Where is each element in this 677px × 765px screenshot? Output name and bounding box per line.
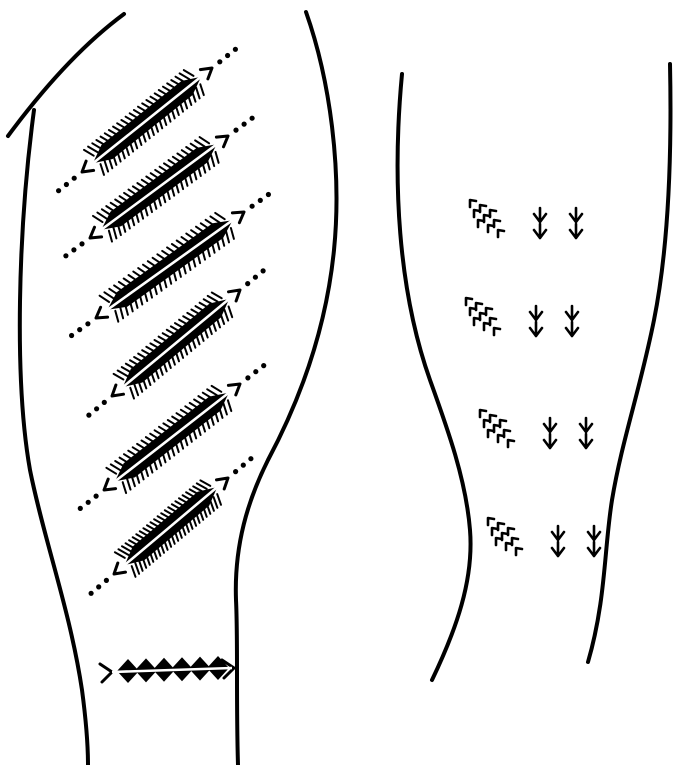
dot (253, 369, 258, 374)
dot (86, 500, 91, 505)
dot (258, 198, 263, 203)
dot (89, 591, 94, 596)
dot (225, 53, 230, 58)
dot (261, 363, 266, 368)
dot (69, 333, 74, 338)
dot (79, 241, 84, 246)
dot (86, 413, 91, 418)
dot (241, 463, 246, 468)
dot (233, 128, 238, 133)
dot (245, 375, 250, 380)
dot (77, 327, 82, 332)
dot (250, 204, 255, 209)
dot (94, 406, 99, 411)
dot (233, 469, 238, 474)
dot (64, 182, 69, 187)
dot (56, 188, 61, 193)
dot (96, 584, 101, 589)
dot (261, 268, 266, 273)
dot (266, 192, 271, 197)
dot (248, 456, 253, 461)
dot (71, 247, 76, 252)
dot (104, 578, 109, 583)
dot (63, 253, 68, 258)
dot (233, 47, 238, 52)
dot (253, 275, 258, 280)
dot (78, 506, 83, 511)
dot (102, 400, 107, 405)
dot (242, 122, 247, 127)
dot (245, 281, 250, 286)
dot (250, 116, 255, 121)
dot (217, 59, 222, 64)
dot (85, 321, 90, 326)
dot (94, 494, 99, 499)
dot (72, 176, 77, 181)
